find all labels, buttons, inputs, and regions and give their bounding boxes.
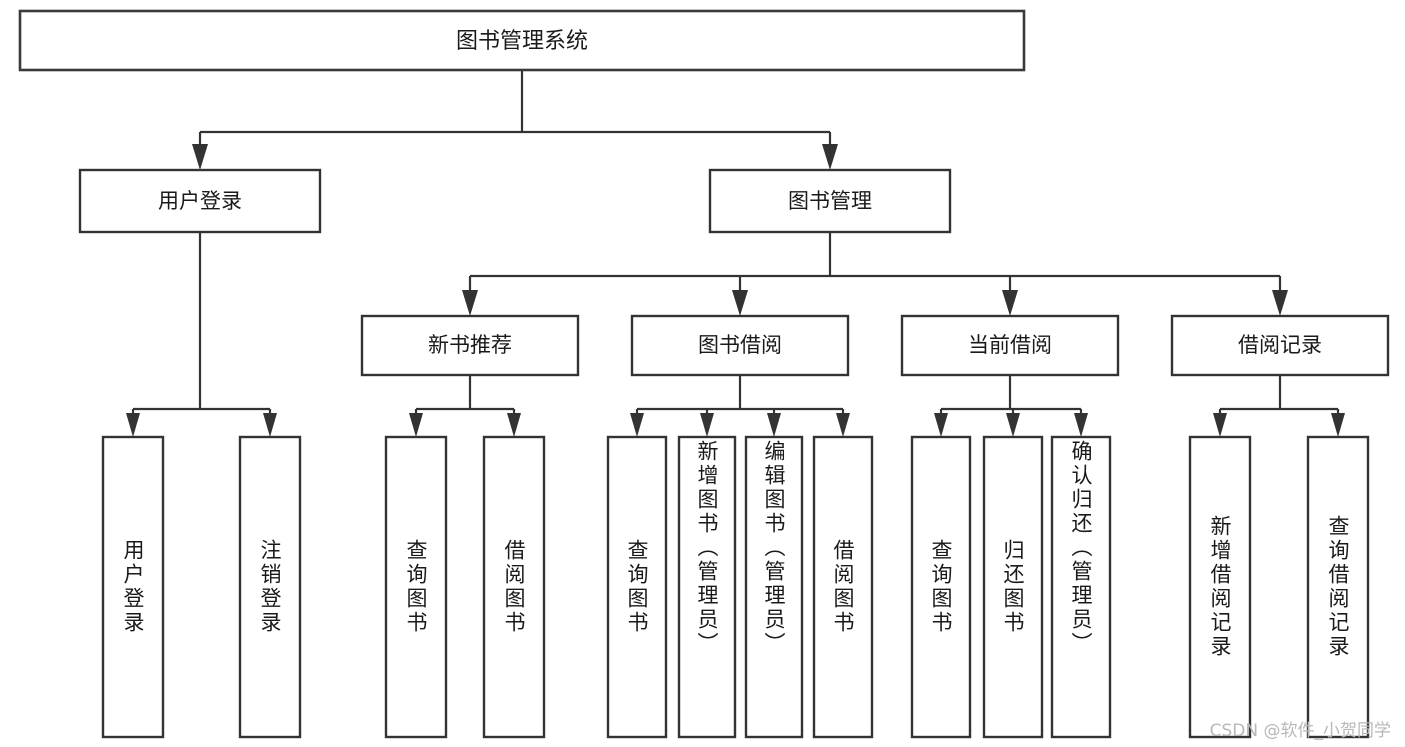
node-leaf-add-book-box[interactable] xyxy=(677,435,737,739)
arrow-head-current-borrow xyxy=(1002,290,1018,316)
node-leaf-query-book-2-box[interactable] xyxy=(606,435,668,739)
node-leaf-user-logout-box[interactable] xyxy=(238,435,302,739)
arrow-head-leaf-query-book-2 xyxy=(630,413,644,437)
node-user-login-box[interactable] xyxy=(78,168,322,234)
node-borrow-record-label: 借阅记录 xyxy=(1238,333,1322,357)
node-book-borrow-box[interactable] xyxy=(630,314,850,377)
arrow-head-leaf-user-login xyxy=(126,413,140,437)
node-user-login[interactable]: 用户登录 xyxy=(78,168,322,234)
node-new-book-rec-label: 新书推荐 xyxy=(428,333,512,357)
node-new-book-rec[interactable]: 新书推荐 xyxy=(360,314,580,377)
node-leaf-query-book-1-box[interactable] xyxy=(384,435,448,739)
node-leaf-edit-book-box[interactable] xyxy=(744,435,804,739)
node-user-login-label: 用户登录 xyxy=(158,189,242,213)
node-root-system[interactable]: 图书管理系统 xyxy=(18,9,1026,72)
arrow-head-leaf-add-book xyxy=(700,413,714,437)
node-book-manage-box[interactable] xyxy=(708,168,952,234)
arrow-head-leaf-confirm-return xyxy=(1074,413,1088,437)
node-leaf-query-book-3-box[interactable] xyxy=(910,435,972,739)
arrow-head-leaf-add-record xyxy=(1213,413,1227,437)
connectors-book-manage-to-level2 xyxy=(462,232,1288,316)
arrow-head-leaf-edit-book xyxy=(767,413,781,437)
arrow-head-user-login xyxy=(192,144,208,170)
node-book-borrow[interactable]: 图书借阅 xyxy=(630,314,850,377)
node-current-borrow[interactable]: 当前借阅 xyxy=(900,314,1120,377)
arrow-head-leaf-query-book-1 xyxy=(409,413,423,437)
node-leaf-add-record-box[interactable] xyxy=(1188,435,1252,739)
connectors-new-book-rec-to-leaves xyxy=(409,375,521,437)
node-current-borrow-box[interactable] xyxy=(900,314,1120,377)
arrow-head-borrow-record xyxy=(1272,290,1288,316)
node-book-manage-label: 图书管理 xyxy=(788,189,872,213)
connectors-user-login-to-leaves xyxy=(126,232,277,437)
arrow-head-leaf-query-book-3 xyxy=(934,413,948,437)
node-book-borrow-label: 图书借阅 xyxy=(698,333,782,357)
node-leaf-borrow-book-2-box[interactable] xyxy=(812,435,874,739)
connectors-borrow-record-to-leaves xyxy=(1213,375,1345,437)
node-leaf-query-record-box[interactable] xyxy=(1306,435,1370,739)
arrow-head-leaf-user-logout xyxy=(263,413,277,437)
node-root-system-box[interactable] xyxy=(18,9,1026,72)
connectors-current-borrow-to-leaves xyxy=(934,375,1088,437)
node-new-book-rec-box[interactable] xyxy=(360,314,580,377)
leaf-node-boxes xyxy=(101,435,1370,739)
arrow-head-book-manage xyxy=(822,144,838,170)
node-leaf-borrow-book-1-box[interactable] xyxy=(482,435,546,739)
arrow-head-leaf-return-book xyxy=(1006,413,1020,437)
connectors-book-borrow-to-leaves xyxy=(630,375,850,437)
node-current-borrow-label: 当前借阅 xyxy=(968,333,1052,357)
connectors-root-to-level1 xyxy=(192,70,838,170)
arrow-head-leaf-borrow-book-1 xyxy=(507,413,521,437)
arrow-head-leaf-query-record xyxy=(1331,413,1345,437)
node-leaf-return-book-box[interactable] xyxy=(982,435,1044,739)
arrow-head-book-borrow xyxy=(732,290,748,316)
arrow-head-leaf-borrow-book-2 xyxy=(836,413,850,437)
node-leaf-confirm-return-box[interactable] xyxy=(1050,435,1112,739)
node-book-manage[interactable]: 图书管理 xyxy=(708,168,952,234)
node-borrow-record[interactable]: 借阅记录 xyxy=(1170,314,1390,377)
arrow-head-new-book-rec xyxy=(462,290,478,316)
node-borrow-record-box[interactable] xyxy=(1170,314,1390,377)
node-root-system-label: 图书管理系统 xyxy=(456,29,588,54)
node-leaf-user-login-box[interactable] xyxy=(101,435,165,739)
